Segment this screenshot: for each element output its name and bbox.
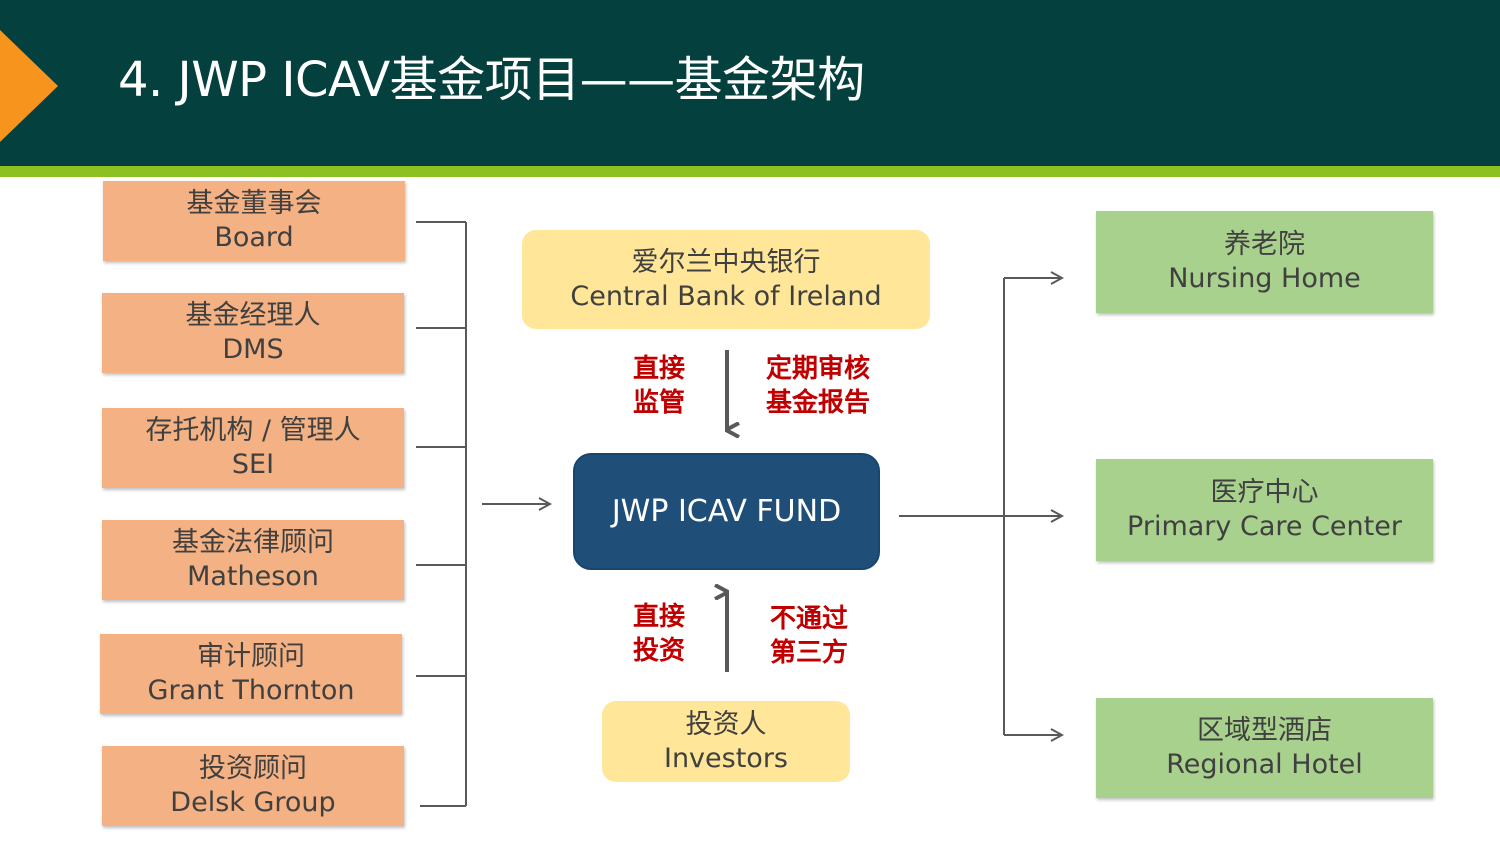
regulator-en: Central Bank of Ireland <box>570 280 882 312</box>
left-bracket <box>416 221 467 807</box>
regional-hotel-box: 区域型酒店 Regional Hotel <box>1096 698 1433 798</box>
investment-advisor-cn: 投资顾问 <box>199 753 307 784</box>
investors-box: 投资人 Investors <box>602 701 850 782</box>
board-cn: 基金董事会 <box>186 188 322 219</box>
supervision-right-line2: 基金报告 <box>766 388 871 418</box>
investment-label-left: 直接 投资 <box>633 600 685 668</box>
custodian-cn: 存托机构 / 管理人 <box>145 415 361 446</box>
board-box: 基金董事会 Board <box>103 181 405 261</box>
investment-left-line1: 直接 <box>633 602 686 632</box>
fund-box: JWP ICAV FUND <box>573 453 880 570</box>
auditor-cn: 审计顾问 <box>197 641 305 672</box>
investment-label-right: 不通过 第三方 <box>770 602 848 670</box>
supervision-left-line1: 直接 <box>633 354 686 384</box>
nursing-home-box: 养老院 Nursing Home <box>1096 211 1433 313</box>
regulator-cn: 爱尔兰中央银行 <box>631 246 821 278</box>
custodian-en: SEI <box>231 449 275 480</box>
auditor-en: Grant Thornton <box>147 675 355 706</box>
legal-advisor-box: 基金法律顾问 Matheson <box>102 520 404 600</box>
primary-care-cn: 医疗中心 <box>1210 477 1319 508</box>
investors-en: Investors <box>663 742 788 774</box>
custodian-box: 存托机构 / 管理人 SEI <box>102 408 404 488</box>
fund-label: JWP ICAV FUND <box>611 493 842 529</box>
supervision-label-left: 直接 监管 <box>633 352 685 420</box>
fund-manager-cn: 基金经理人 <box>185 300 321 331</box>
fund-manager-en: DMS <box>222 334 284 365</box>
investment-right-line1: 不通过 <box>770 604 849 634</box>
regional-hotel-en: Regional Hotel <box>1166 749 1363 780</box>
nursing-home-en: Nursing Home <box>1168 263 1361 294</box>
fund-manager-box: 基金经理人 DMS <box>102 293 404 373</box>
primary-care-box: 医疗中心 Primary Care Center <box>1096 459 1433 561</box>
investment-left-line2: 投资 <box>633 636 686 666</box>
auditor-box: 审计顾问 Grant Thornton <box>100 634 402 714</box>
board-en: Board <box>214 222 294 253</box>
investors-cn: 投资人 <box>685 708 767 740</box>
regulator-box: 爱尔兰中央银行 Central Bank of Ireland <box>522 230 930 329</box>
legal-advisor-cn: 基金法律顾问 <box>172 527 334 558</box>
header-bar <box>0 0 1500 166</box>
supervision-left-line2: 监管 <box>633 388 686 418</box>
legal-advisor-en: Matheson <box>187 561 319 592</box>
regional-hotel-cn: 区域型酒店 <box>1197 715 1332 746</box>
chevron-decoration-icon <box>0 30 58 142</box>
investment-right-line2: 第三方 <box>770 638 849 668</box>
nursing-home-cn: 养老院 <box>1224 229 1305 260</box>
supervision-right-line1: 定期审核 <box>766 354 871 384</box>
supervision-label-right: 定期审核 基金报告 <box>766 352 870 420</box>
right-connector <box>899 278 1062 735</box>
investment-advisor-en: Delsk Group <box>170 787 336 818</box>
page-title: 4. JWP ICAV基金项目——基金架构 <box>118 52 865 108</box>
investment-advisor-box: 投资顾问 Delsk Group <box>102 746 404 826</box>
primary-care-en: Primary Care Center <box>1127 511 1402 542</box>
header-stripe <box>0 166 1500 177</box>
